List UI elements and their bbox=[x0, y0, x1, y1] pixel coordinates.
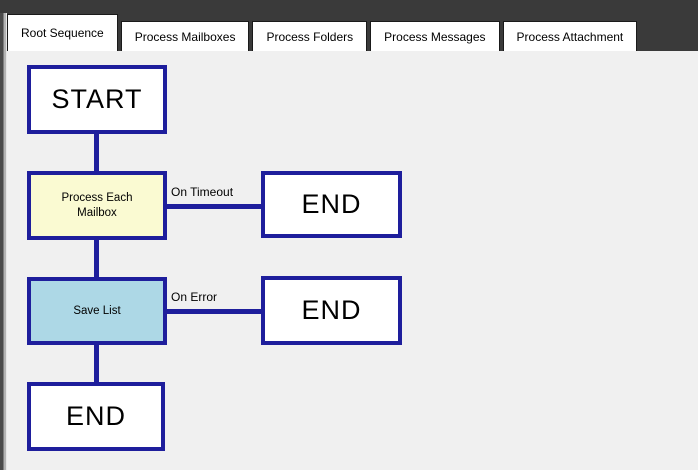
flowchart-canvas[interactable]: START Process Each Mailbox On Timeout EN… bbox=[7, 51, 698, 470]
tab-root-sequence[interactable]: Root Sequence bbox=[7, 14, 118, 51]
tab-process-folders[interactable]: Process Folders bbox=[252, 21, 368, 51]
connector-save-list-to-end-error bbox=[165, 309, 263, 314]
flow-node-label: Process Each Mailbox bbox=[61, 192, 133, 219]
flow-node-start[interactable]: START bbox=[27, 65, 167, 134]
flow-node-end-main[interactable]: END bbox=[27, 382, 165, 451]
edge-label-on-error: On Error bbox=[171, 290, 218, 304]
flow-node-end-on-timeout[interactable]: END bbox=[261, 171, 402, 238]
flow-node-label: END bbox=[301, 295, 362, 325]
tab-strip: Root Sequence Process Mailboxes Process … bbox=[7, 13, 698, 51]
flow-node-save-list[interactable]: Save List bbox=[27, 277, 167, 345]
tab-process-attachment[interactable]: Process Attachment bbox=[502, 21, 638, 51]
flow-node-process-each-mailbox[interactable]: Process Each Mailbox bbox=[27, 171, 167, 240]
connector-save-list-to-end bbox=[94, 343, 99, 386]
connector-process-to-end-timeout bbox=[165, 204, 263, 209]
edge-label-on-timeout: On Timeout bbox=[171, 185, 234, 199]
flow-node-label: END bbox=[301, 189, 362, 219]
flow-node-label: Save List bbox=[73, 304, 121, 317]
flow-node-label: START bbox=[51, 84, 143, 114]
flow-node-end-on-error[interactable]: END bbox=[261, 276, 402, 345]
connector-start-to-process bbox=[94, 130, 99, 175]
connector-process-to-save-list bbox=[94, 237, 99, 281]
tab-process-messages[interactable]: Process Messages bbox=[370, 21, 500, 51]
window-left-edge bbox=[0, 13, 7, 470]
flow-node-label: END bbox=[65, 401, 126, 431]
tab-process-mailboxes[interactable]: Process Mailboxes bbox=[120, 21, 250, 51]
